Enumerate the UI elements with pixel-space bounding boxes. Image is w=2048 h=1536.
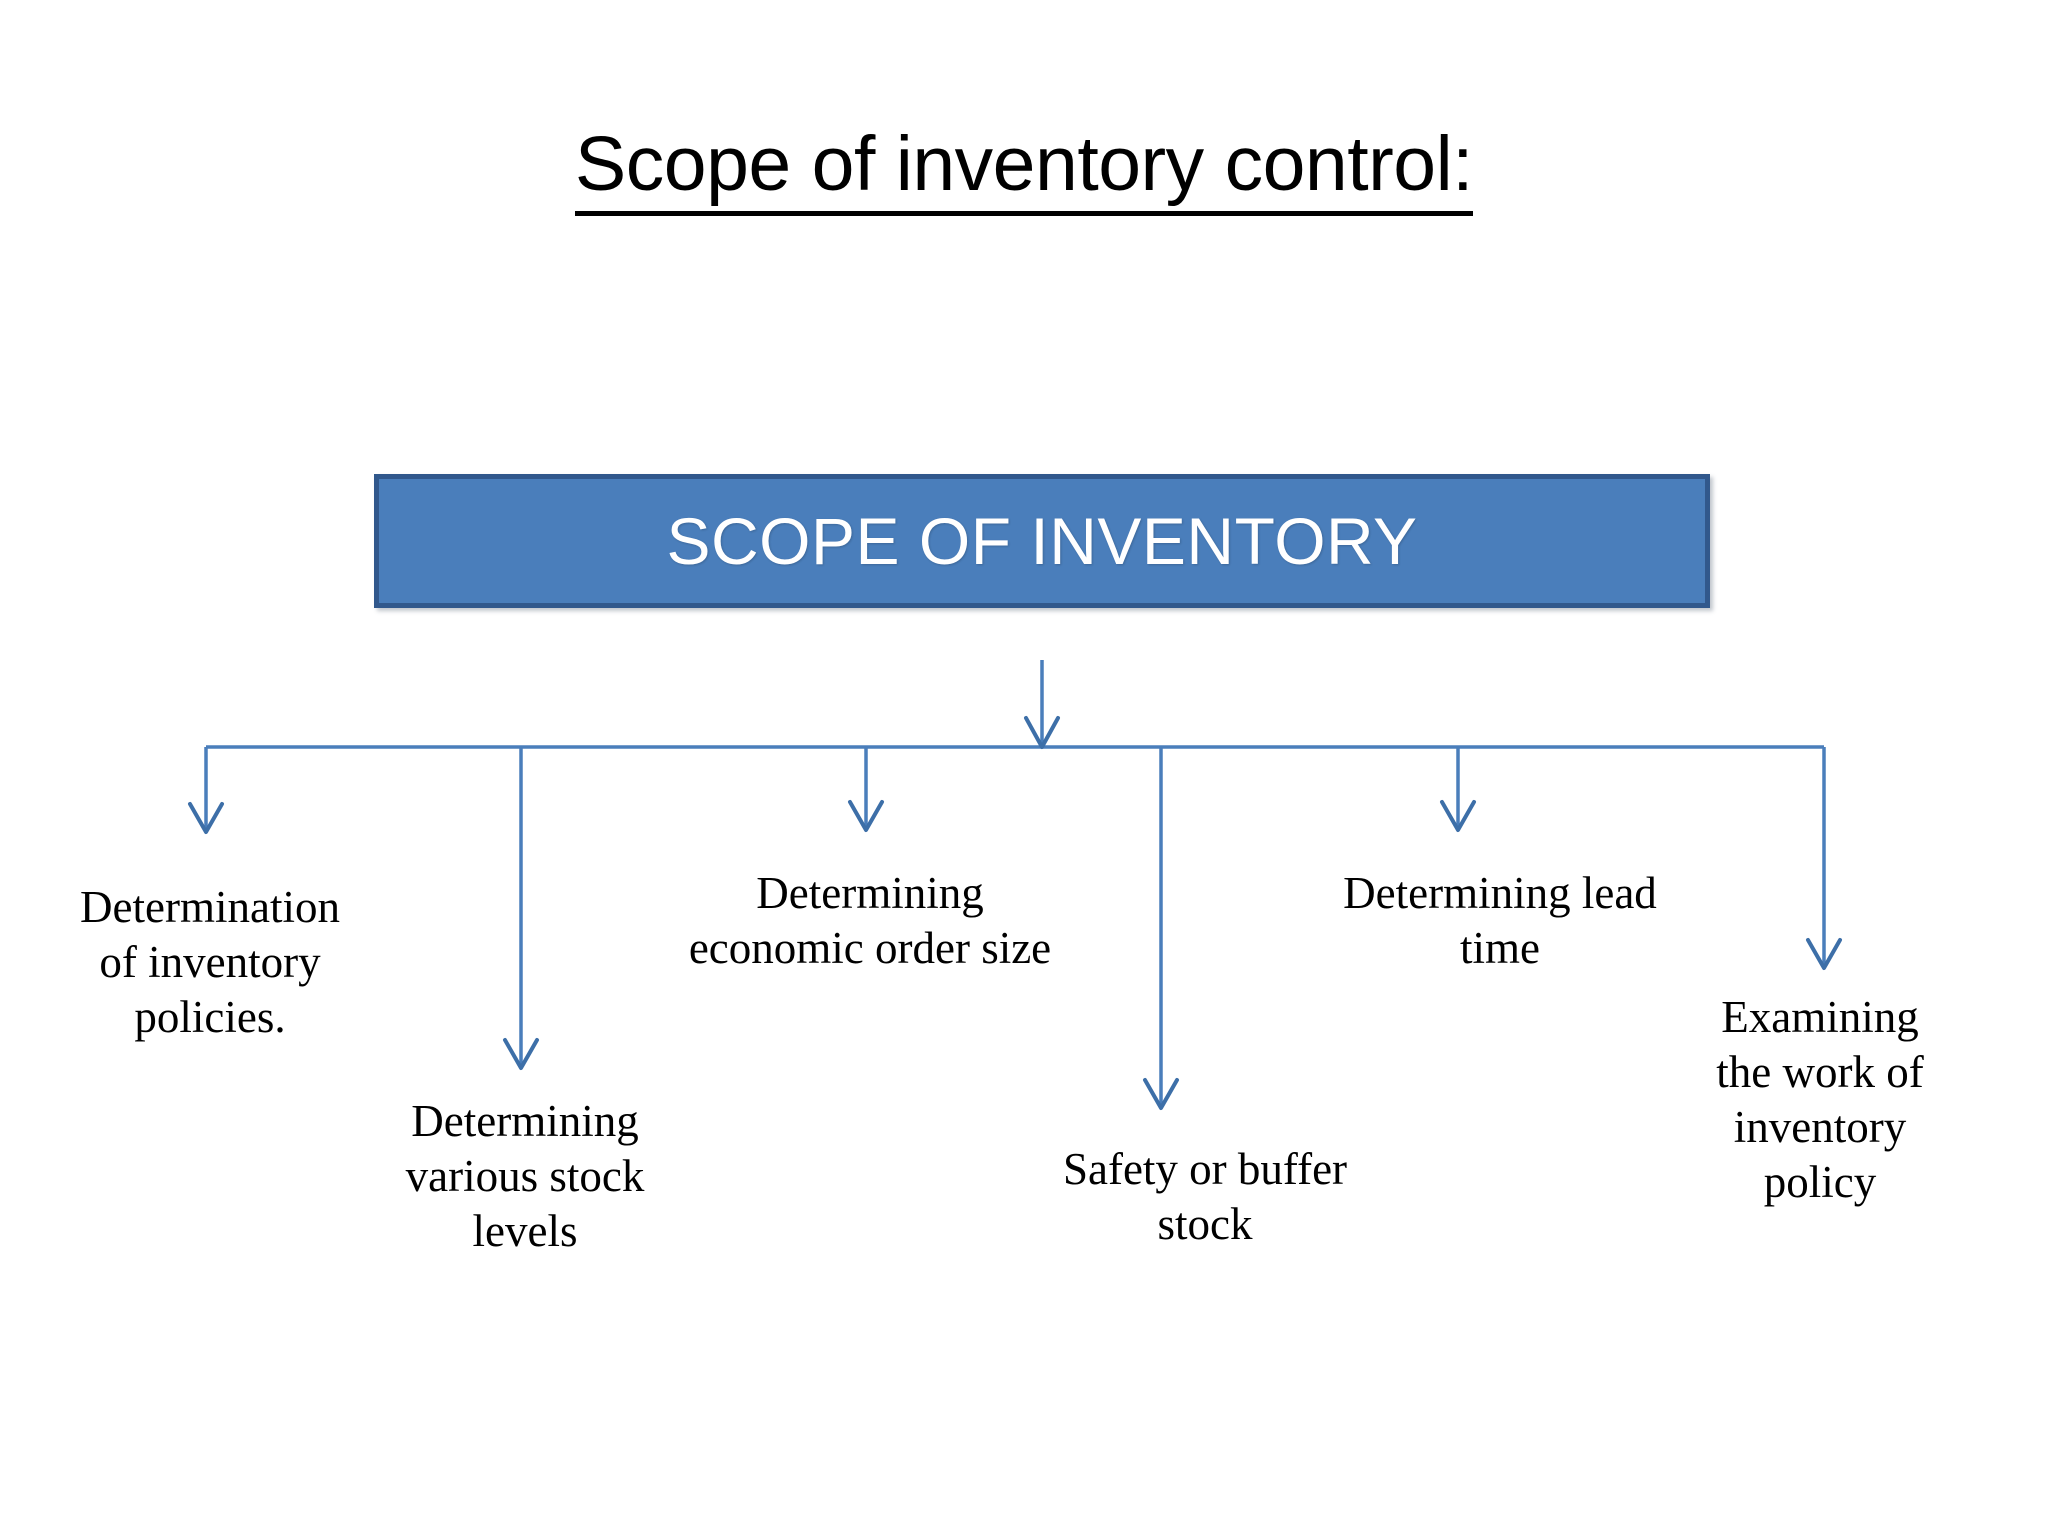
branch-label-determination-of-inventory-policies: Determination of inventory policies.	[80, 882, 340, 1042]
branch-arrowhead-5	[1440, 800, 1476, 832]
branch-arrowhead-6	[1806, 938, 1842, 970]
page-title-text: Scope of inventory control:	[574, 126, 1474, 216]
branch-arrowhead-4	[1143, 1078, 1179, 1110]
branch-label-determining-economic-order-size: Determining economic order size	[688, 868, 1052, 973]
root-node-label: SCOPE OF INVENTORY	[666, 504, 1418, 578]
page-title: Scope of inventory control:	[0, 126, 2048, 216]
root-stem-arrowhead	[1024, 716, 1060, 749]
branch-label-safety-or-buffer-stock: Safety or buffer stock	[1062, 1144, 1348, 1249]
branch-label-determining-lead-time: Determining lead time	[1343, 868, 1657, 973]
branch-label-determining-various-stock-levels: Determining various stock levels	[405, 1096, 645, 1256]
root-node-box[interactable]: SCOPE OF INVENTORY	[374, 474, 1710, 608]
branch-arrowhead-1	[188, 802, 224, 834]
branch-arrowhead-3	[848, 800, 884, 832]
branch-label-examining-the-work-of-inventory-policy: Examining the work of inventory policy	[1716, 992, 1924, 1207]
branch-arrowhead-2	[503, 1038, 539, 1070]
